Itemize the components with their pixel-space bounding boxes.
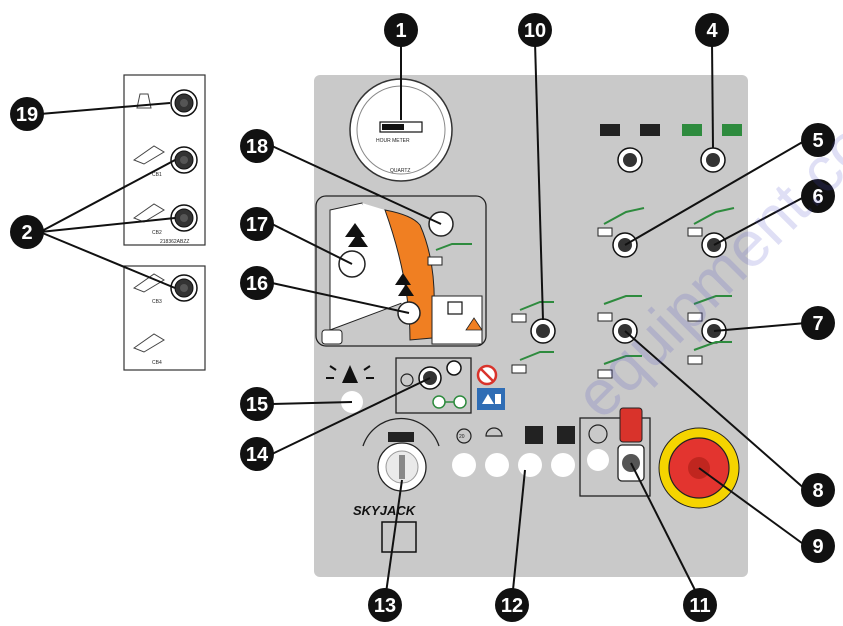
cb3-label: CB3 — [152, 299, 162, 305]
skyjack-logo: SKYJACK — [353, 503, 417, 518]
cb1-label: CB1 — [152, 172, 162, 178]
part-number: 218362ABZZ — [160, 239, 189, 245]
speed-badge: 20 — [459, 434, 465, 440]
callout-8: 8 — [801, 473, 835, 507]
callout-9: 9 — [801, 529, 835, 563]
callout-1: 1 — [384, 13, 418, 47]
callout-2: 2 — [10, 215, 44, 249]
callout-11-label: 11 — [689, 595, 710, 617]
key-switch — [362, 417, 440, 492]
circuit-breaker-panel-bottom: CB3 CB4 — [123, 265, 206, 371]
status-indicator-panel — [315, 195, 487, 347]
callout-6-label: 6 — [812, 186, 823, 208]
callout-14: 14 — [240, 437, 274, 471]
switch-10 — [530, 318, 556, 344]
callout-12-label: 12 — [501, 595, 523, 617]
hour-meter-label: HOUR METER — [376, 138, 410, 144]
callout-6: 6 — [801, 179, 835, 213]
green-boom-lines — [435, 207, 735, 365]
function-toggle-box — [579, 407, 651, 497]
callout-7: 7 — [801, 306, 835, 340]
callout-10-label: 10 — [524, 20, 546, 42]
callout-10: 10 — [518, 13, 552, 47]
callout-19-label: 19 — [16, 104, 38, 126]
callout-12: 12 — [495, 588, 529, 622]
leader-lines — [39, 41, 807, 601]
callout-5: 5 — [801, 123, 835, 157]
callout-15-label: 15 — [246, 394, 268, 416]
callout-13-label: 13 — [374, 595, 396, 617]
callout-7-label: 7 — [812, 313, 823, 335]
callout-19: 19 — [10, 97, 44, 131]
callout-14-label: 14 — [246, 444, 269, 466]
callout-17-label: 17 — [246, 214, 268, 236]
callout-18: 18 — [240, 129, 274, 163]
callout-8-label: 8 — [812, 480, 823, 502]
callout-17: 17 — [240, 207, 274, 241]
callout-16-label: 16 — [246, 273, 268, 295]
cb4-label: CB4 — [152, 360, 162, 366]
machine-pictograms — [427, 227, 703, 379]
callout-18-label: 18 — [246, 136, 268, 158]
callout-16: 16 — [240, 266, 274, 300]
hour-meter-brand: QUARTZ — [390, 168, 410, 174]
indicator-lights: 20 — [452, 426, 575, 477]
callout-4-label: 4 — [706, 20, 718, 42]
callout-2-label: 2 — [21, 222, 32, 244]
cb2-label: CB2 — [152, 230, 162, 236]
manual-holder-icon — [381, 521, 417, 553]
callout-15: 15 — [240, 387, 274, 421]
callout-5-label: 5 — [812, 130, 823, 152]
callout-13: 13 — [368, 588, 402, 622]
platform-controls-top — [600, 124, 742, 173]
callout-1-label: 1 — [395, 20, 406, 42]
callout-11: 11 — [683, 588, 717, 622]
callout-4: 4 — [695, 13, 729, 47]
lift-drive-selector — [395, 357, 472, 414]
callout-9-label: 9 — [812, 536, 823, 558]
